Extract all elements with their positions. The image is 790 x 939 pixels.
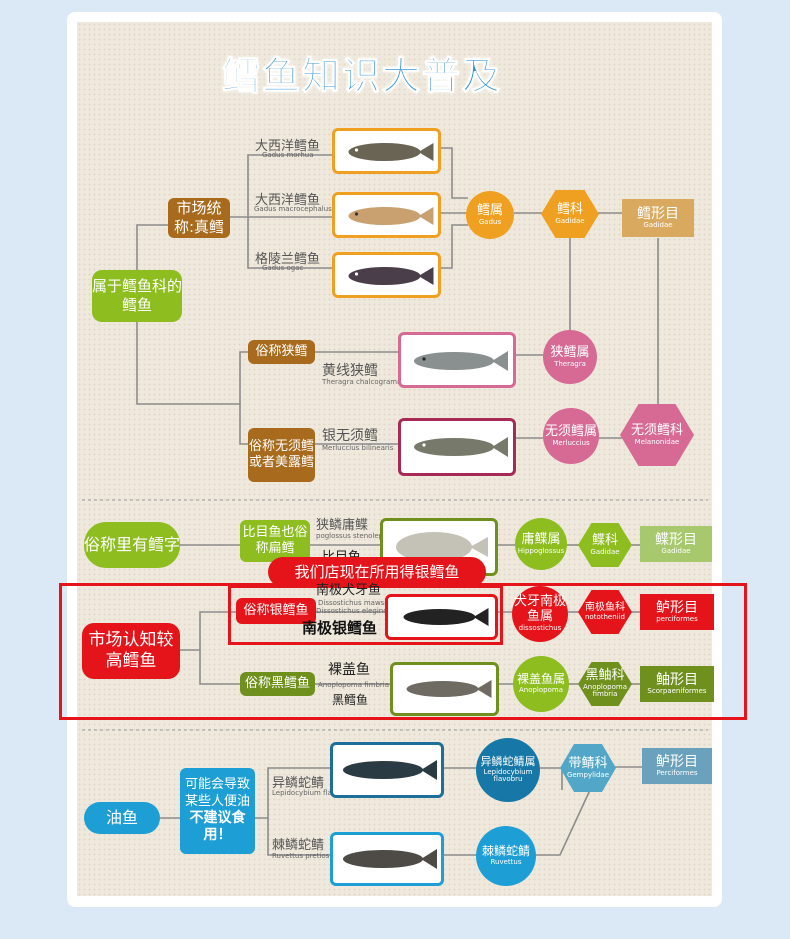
genus-cn: 鳕属 (477, 204, 503, 219)
root-market-cod: 市场认知较高鳕鱼 (82, 623, 180, 679)
fish-image-toothfish (385, 594, 498, 640)
flounder-latin: poglossus stenolepis (316, 532, 389, 540)
genus-lat: Merluccius (552, 440, 589, 448)
genus-cn: 无须鳕属 (545, 425, 597, 440)
genus-cn: 裸盖鱼属 (517, 673, 565, 687)
species-latin: Gadus morhua (262, 151, 314, 159)
flounder-label: 狭鳞庸鲽 (316, 514, 368, 533)
species-latin: Gadus ogac (262, 264, 303, 272)
group-flounder: 比目鱼也俗称扁鳕 (240, 520, 310, 562)
species-latin: Gadus macrocephalus (254, 205, 332, 213)
family-lat: Gadidae (590, 549, 619, 557)
fish-image-greenland-cod (332, 252, 441, 298)
fish-image-pacific-cod (332, 192, 441, 238)
family-lat: nototheniid (585, 614, 625, 622)
order-cn: 鲈形目 (656, 754, 698, 770)
root-cod-family: 属于鳕鱼科的鳕鱼 (92, 270, 182, 322)
group-hake: 俗称无须鳕或者美露鳕 (248, 428, 315, 482)
family-lat: Anoplopoma fimbria (578, 684, 632, 699)
family-cn: 鲽科 (592, 534, 618, 549)
fish-image-escolar (330, 742, 444, 798)
order-cn: 鲈形目 (656, 600, 698, 616)
genus-cn: 犬牙南极鱼属 (512, 595, 568, 625)
pollock-label: 黄线狭鳕 (322, 360, 378, 380)
fish-image-hake (398, 418, 516, 476)
warning-box: 可能会导致某些人便油 不建议食用！ (180, 768, 255, 854)
genus-cn: 庸鲽属 (521, 533, 560, 548)
fish-image-atlantic-cod (332, 128, 441, 174)
genus-lat: Gadus (479, 219, 501, 227)
family-cn: 黑鲉科 (585, 669, 624, 684)
fish-image-pollock (398, 332, 516, 388)
oilfish-latin: Ruvettus pretiosus (272, 852, 337, 860)
order-lat: perciformes (656, 616, 698, 624)
toothfish-label: 南极犬牙鱼 (316, 584, 381, 599)
family-cn: 鳕科 (557, 203, 583, 218)
family-lat: Melanonidae (635, 439, 680, 447)
group-sablefish: 俗称黑鳕鱼 (240, 672, 315, 696)
root-named-cod: 俗称里有鳕字 (84, 522, 180, 568)
page-title: 鳕鱼知识大普及 (222, 55, 502, 99)
sablefish-label-2: 黑鳕鱼 (332, 694, 368, 708)
root-oilfish: 油鱼 (84, 802, 160, 834)
order-cn: 鲉形目 (656, 672, 698, 688)
genus-lat: dissostichus (519, 625, 562, 633)
fish-image-oilfish (330, 832, 444, 886)
group-market-true-cod: 市场统称:真鳕 (168, 198, 230, 238)
family-cn: 带鲭科 (568, 757, 607, 772)
genus-cn: 狭鳕属 (550, 346, 589, 361)
order-lat: Perciformes (656, 770, 697, 778)
order-cn: 鳕形目 (637, 206, 679, 222)
hake-label: 银无须鳕 (322, 425, 378, 445)
genus-lat: Hippoglossus (518, 548, 564, 556)
genus-lat: Lepidocybium flavobru (476, 769, 540, 784)
family-lat: Gempylidae (567, 772, 609, 780)
toothfish-latin: Dissostichus mawsoni (318, 599, 395, 607)
genus-lat: Anoplopoma (519, 687, 563, 695)
genus-cn: 棘鳞蛇鲭 (482, 845, 530, 859)
order-lat: Gadidae (643, 222, 672, 230)
order-cn: 鲽形目 (655, 532, 697, 548)
pollock-latin: Theragra chalcogramma (322, 378, 408, 386)
genus-lat: Ruvettus (490, 859, 521, 867)
family-cn: 无须鳕科 (631, 424, 683, 439)
warning-text: 可能会导致某些人便油 (183, 777, 253, 810)
sablefish-label: 裸盖鱼 (328, 662, 370, 678)
family-lat: Gadidae (555, 218, 584, 226)
hake-latin: Merluccius bilinearis (322, 444, 393, 452)
group-pollock: 俗称狭鳕 (248, 340, 315, 364)
genus-lat: Theragra (554, 361, 586, 369)
warning-strong: 不建议食用！ (188, 810, 248, 845)
toothfish-label-2: 南极银鳕鱼 (302, 620, 377, 637)
fish-image-sablefish (390, 662, 499, 716)
genus-cn: 异鳞蛇鲭属 (481, 756, 536, 769)
oilfish-label: 棘鳞蛇鲭 (272, 834, 324, 853)
order-lat: Gadidae (661, 548, 690, 556)
order-lat: Scorpaeniformes (647, 688, 706, 696)
sablefish-latin: Anoplopoma fimbria (318, 681, 389, 689)
